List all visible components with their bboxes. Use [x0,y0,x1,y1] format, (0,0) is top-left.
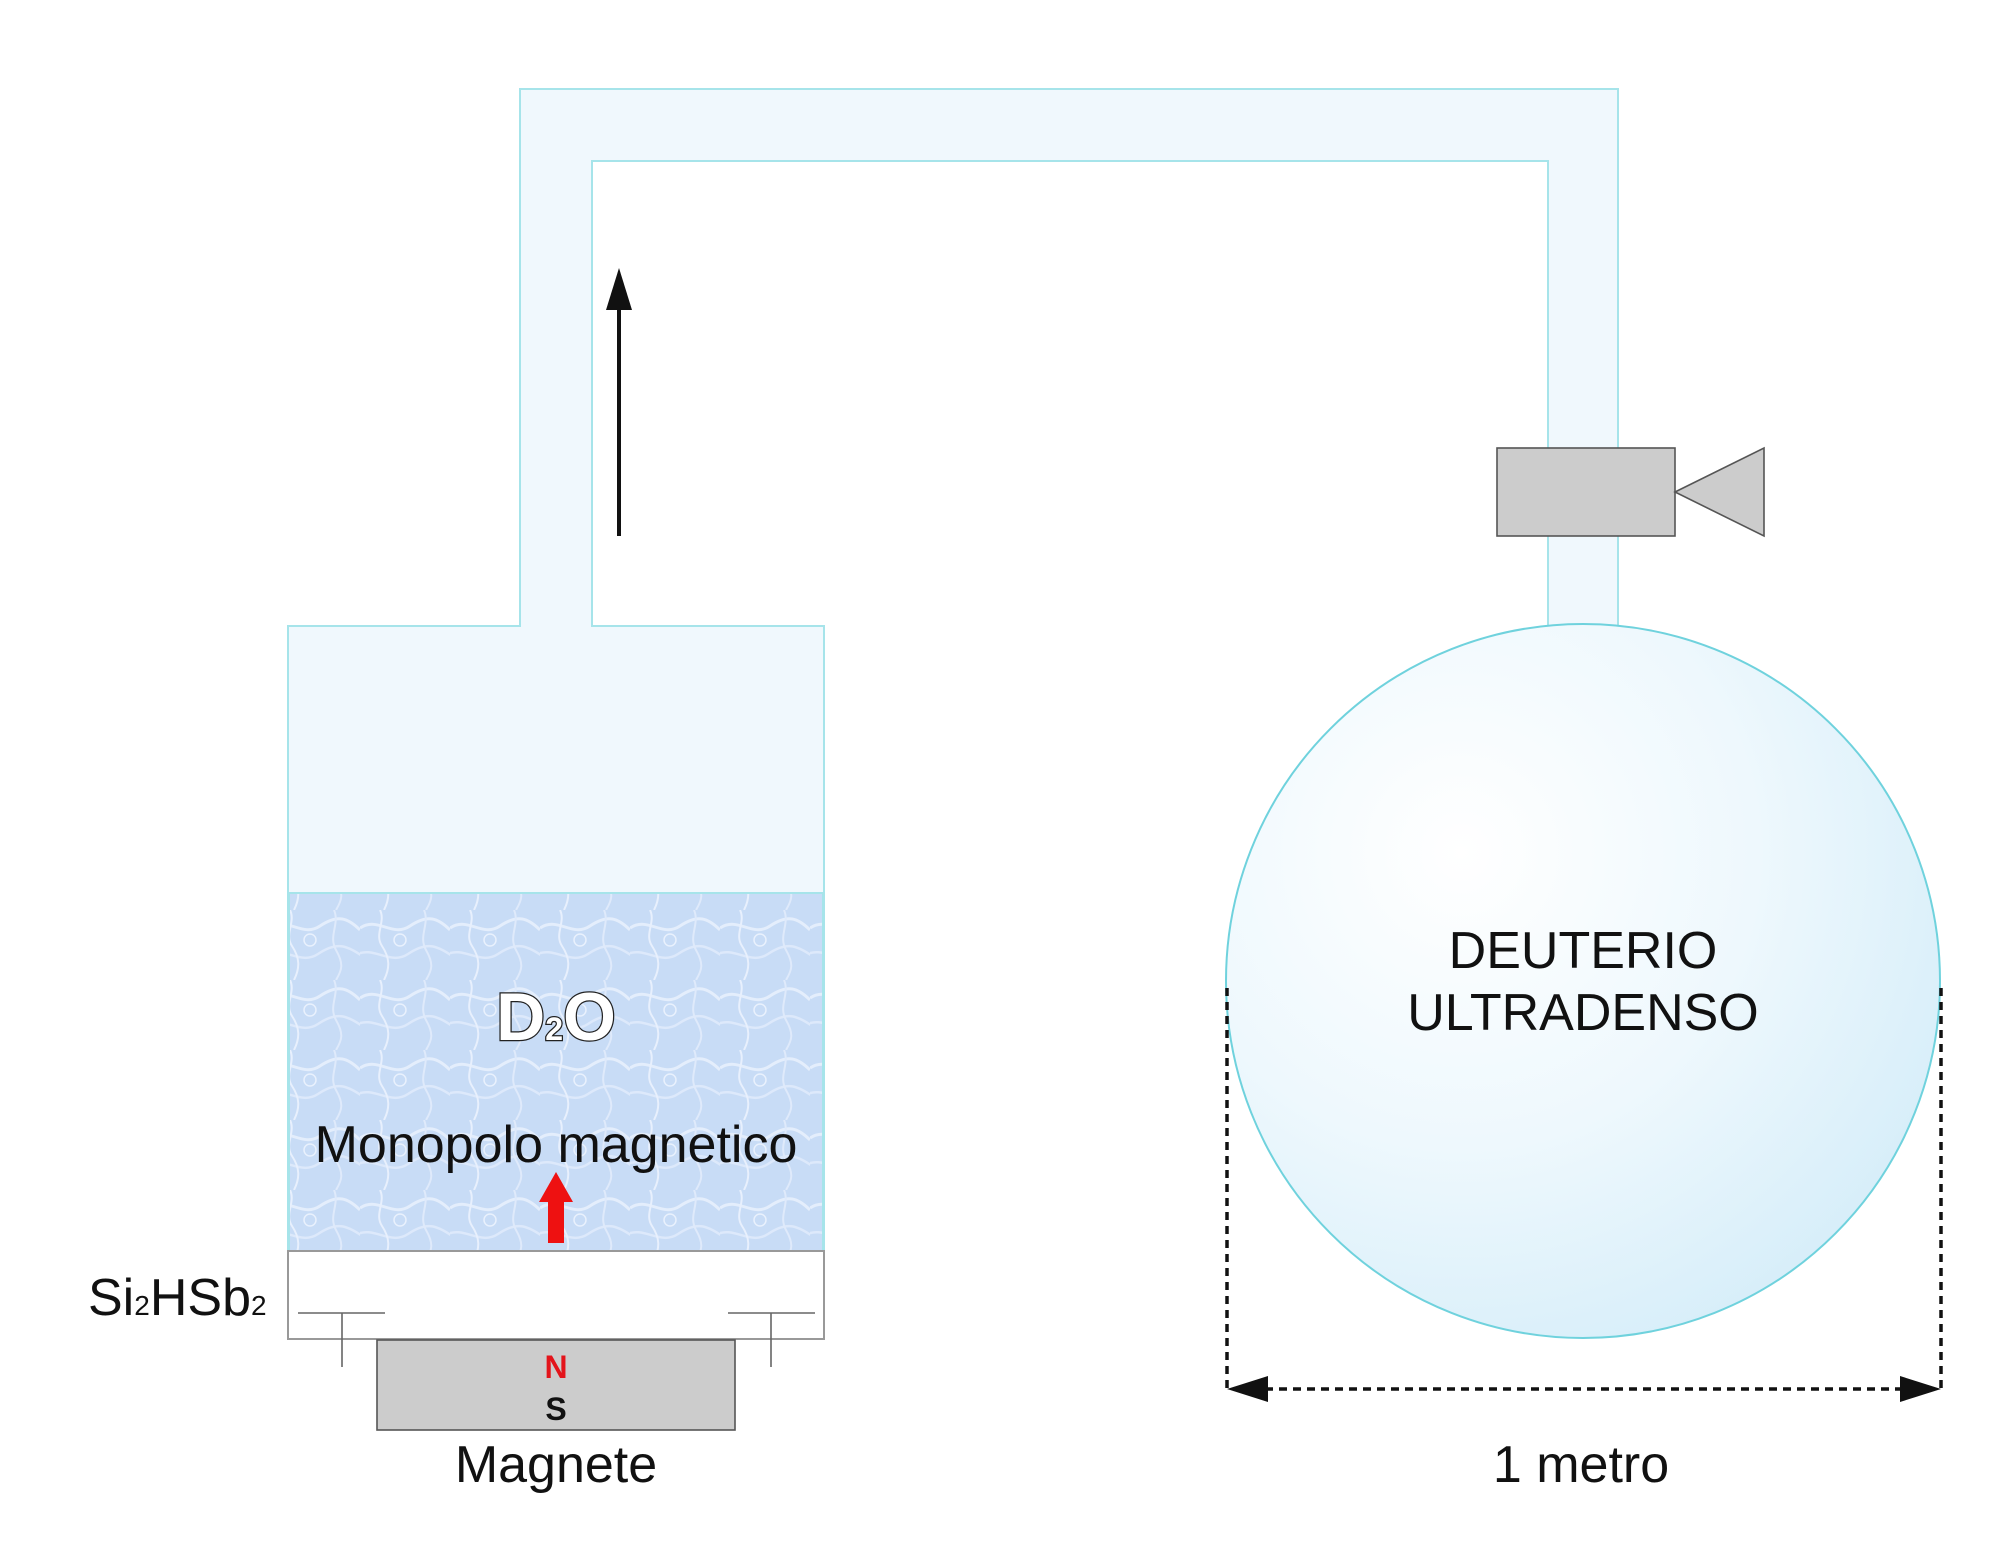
valve-icon [1496,446,1765,538]
dimension-label: 1 metro [1493,1436,1669,1494]
magnet-block [376,1339,736,1431]
monopole-label: Monopolo magnetico [315,1116,798,1174]
sphere-label-line2: ULTRADENSO [1407,984,1759,1042]
magnet-south-label: S [545,1391,566,1427]
right-electrode [728,1312,815,1367]
substrate-label: Si2HSb2 [88,1269,267,1327]
substrate-layer [287,1250,825,1340]
magnet-north-label: N [544,1349,567,1385]
monopole-arrow-icon [539,1172,573,1243]
sphere-label-line1: DEUTERIO [1449,922,1718,980]
dimension-arrow-right-icon [1900,1376,1941,1402]
heavy-water-label: D2O [496,979,616,1055]
dimension-arrow-left-icon [1227,1376,1268,1402]
left-electrode [298,1312,385,1367]
flow-arrow-icon [606,268,632,310]
magnet-label: Magnete [455,1436,657,1494]
ultradense-deuterium-sphere [1225,623,1941,1339]
